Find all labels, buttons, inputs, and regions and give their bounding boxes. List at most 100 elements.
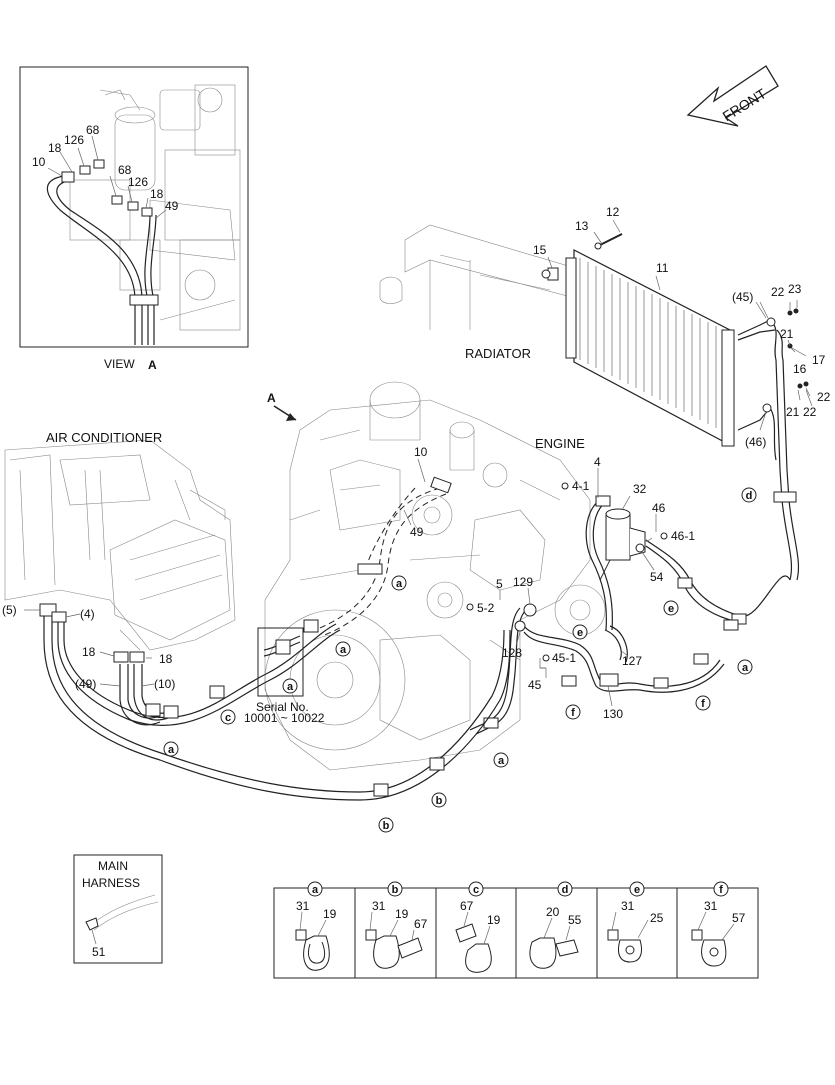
legend-c-19: 19 [487, 913, 501, 927]
legend-b-67: 67 [414, 917, 428, 931]
svg-text:b: b [392, 884, 399, 896]
svg-text:a: a [340, 644, 347, 656]
legend-f-57: 57 [732, 911, 746, 925]
view-a-label-18a: 18 [48, 141, 62, 155]
condenser: 12 13 15 11 [533, 205, 776, 447]
serial-line1: Serial No. [256, 700, 309, 714]
main-harness-inset: MAIN HARNESS 51 [73, 854, 163, 964]
clamp-legend: a 31 19 b 31 19 67 c [273, 881, 759, 979]
svg-text:f: f [571, 707, 575, 719]
view-a-label-126a: 126 [64, 133, 84, 147]
view-a-frame [19, 66, 249, 348]
dashed-pipes: 10 49 [314, 445, 452, 637]
label-5-paren: (5) [2, 603, 17, 617]
label-13: 13 [575, 219, 589, 233]
label-46: 46 [652, 501, 666, 515]
legend-b-19: 19 [395, 907, 409, 921]
label-10-paren: (10) [154, 677, 175, 691]
label-4-1: 4-1 [572, 479, 590, 493]
svg-text:f: f [701, 698, 705, 710]
legend-f-31: 31 [704, 899, 718, 913]
label-17: 17 [812, 353, 826, 367]
callout-c: c [220, 709, 236, 725]
view-a-label-10: 10 [32, 155, 46, 169]
label-11: 11 [656, 261, 669, 275]
legend-cell-a: a 31 19 [295, 881, 337, 971]
svg-text:a: a [312, 884, 319, 896]
svg-text:a: a [498, 755, 505, 767]
label-10: 10 [414, 445, 428, 459]
front-arrow: FRONT [686, 65, 779, 127]
legend-d-20: 20 [546, 905, 560, 919]
view-a-inset: 10 18 126 68 68 126 18 49 VIEW A [19, 66, 249, 372]
radiator-label: RADIATOR [465, 346, 531, 361]
label-4-paren: (4) [80, 607, 95, 621]
serial-line2: 10001 ~ 10022 [244, 711, 325, 725]
label-129: 129 [513, 575, 533, 589]
view-a-label-68a: 68 [86, 123, 100, 137]
callout-e-2: e [663, 600, 679, 616]
label-4: 4 [594, 455, 601, 469]
label-23: 23 [788, 282, 802, 296]
legend-d-55: 55 [568, 913, 582, 927]
view-a-label-49: 49 [165, 199, 179, 213]
view-a-label-18b: 18 [150, 187, 164, 201]
callout-d: d [741, 487, 757, 503]
svg-text:b: b [436, 795, 443, 807]
label-32: 32 [633, 482, 647, 496]
svg-text:b: b [383, 820, 390, 832]
label-45-paren: (45) [732, 290, 753, 304]
callout-a-6: a [737, 659, 753, 675]
view-a-caption: VIEW [104, 357, 135, 371]
label-46-1: 46-1 [671, 529, 695, 543]
svg-text:e: e [668, 603, 674, 615]
label-21b: 21 [786, 405, 800, 419]
label-51: 51 [92, 945, 106, 959]
label-18a: 18 [82, 645, 96, 659]
svg-text:e: e [634, 884, 640, 896]
diagram-callouts: a c a a a b b a f e e f a d [163, 487, 757, 833]
label-22a: 22 [771, 285, 785, 299]
label-127: 127 [622, 654, 642, 668]
callout-a-2: a [282, 678, 298, 694]
view-a-arrow-label: A [267, 391, 276, 405]
engine-sketch: ENGINE A [264, 381, 606, 771]
label-130: 130 [603, 707, 623, 721]
serial-inset: Serial No. 10001 ~ 10022 [244, 627, 325, 725]
legend-cell-d: d 20 55 [529, 881, 582, 969]
label-45-1: 45-1 [552, 651, 576, 665]
lower-pipes: (5) (4) 18 18 (49) (10) [2, 603, 511, 801]
label-22b: 22 [817, 390, 831, 404]
label-49-paren: (49) [75, 677, 96, 691]
air-conditioner-label: AIR CONDITIONER [46, 430, 162, 445]
legend-a-19: 19 [323, 907, 337, 921]
callout-f-1: f [565, 704, 581, 720]
view-a-label-68b: 68 [118, 163, 132, 177]
view-a-label-126b: 126 [128, 175, 148, 189]
condenser-fittings: (45) 22 23 21 16 17 22 21 22 (46) [732, 282, 831, 581]
callout-f-2: f [695, 695, 711, 711]
engine-label: ENGINE [535, 436, 585, 451]
label-45: 45 [528, 678, 542, 692]
label-16: 16 [793, 362, 807, 376]
svg-text:f: f [719, 884, 723, 896]
legend-b-31: 31 [372, 899, 386, 913]
label-18b: 18 [159, 652, 173, 666]
label-49: 49 [410, 525, 424, 539]
svg-text:a: a [168, 744, 175, 756]
label-5: 5 [496, 577, 503, 591]
legend-cell-e: e 31 25 [607, 881, 664, 963]
callout-e-1: e [572, 624, 588, 640]
svg-text:e: e [577, 627, 583, 639]
callout-b-1: b [378, 817, 394, 833]
label-46-paren: (46) [745, 435, 766, 449]
view-a-engine-sketch [69, 84, 241, 331]
air-conditioner-sketch: AIR CONDITIONER [4, 430, 236, 651]
view-a-caption-letter: A [148, 358, 157, 372]
receiver-drier: 4-1 4 32 46 46-1 54 [561, 455, 791, 631]
callout-b-2: b [431, 792, 447, 808]
label-15: 15 [533, 243, 547, 257]
legend-e-25: 25 [650, 911, 664, 925]
label-12: 12 [606, 205, 620, 219]
